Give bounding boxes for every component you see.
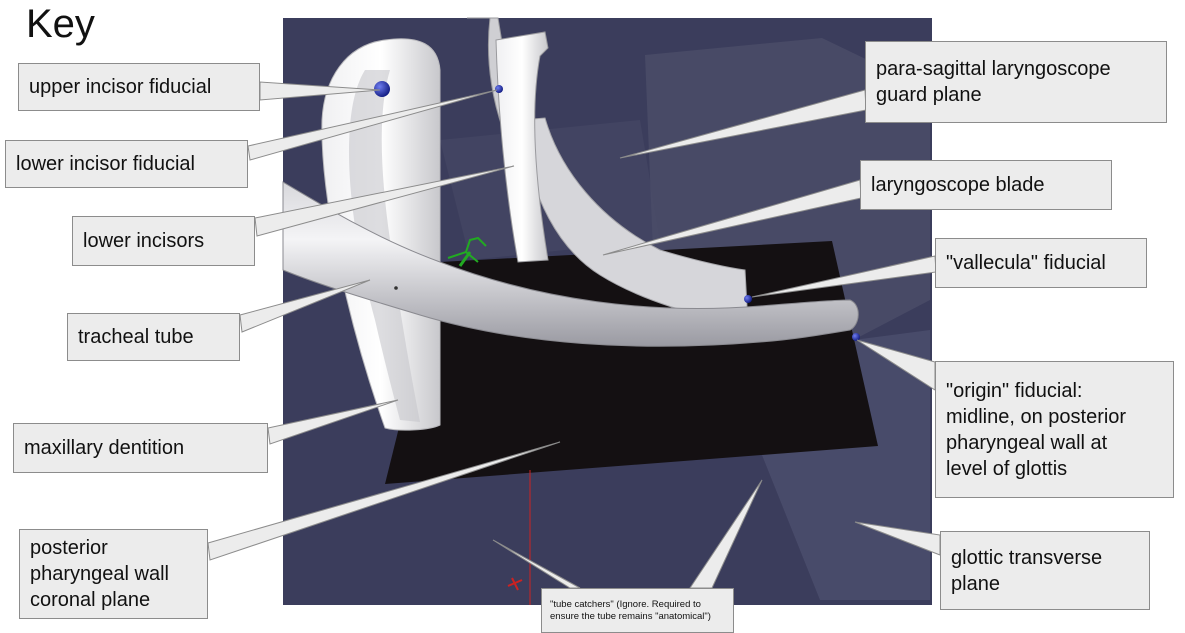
label-lower-incisor-fiducial: lower incisor fiducial — [5, 140, 248, 188]
label-tracheal-tube: tracheal tube — [67, 313, 240, 361]
label-posterior-pharyngeal-wall: posterior pharyngeal wall coronal plane — [19, 529, 208, 619]
label-glottic-transverse-plane: glottic transverse plane — [940, 531, 1150, 610]
label-para-sagittal-guard-plane: para-sagittal laryngoscope guard plane — [865, 41, 1167, 123]
label-lower-incisors: lower incisors — [72, 216, 255, 266]
label-maxillary-dentition: maxillary dentition — [13, 423, 268, 473]
label-tube-catchers: "tube catchers" (Ignore. Required to ens… — [541, 588, 734, 633]
label-vallecula-fiducial: "vallecula" fiducial — [935, 238, 1147, 288]
label-upper-incisor-fiducial: upper incisor fiducial — [18, 63, 260, 111]
upper-incisor-fiducial-ball — [374, 81, 390, 97]
lower-incisor-fiducial-ball — [495, 85, 503, 93]
vallecula-fiducial-ball — [744, 295, 752, 303]
origin-fiducial-ball — [852, 333, 860, 341]
tube-side-hole — [394, 286, 398, 290]
label-origin-fiducial: "origin" fiducial: midline, on posterior… — [935, 361, 1174, 498]
label-laryngoscope-blade: laryngoscope blade — [860, 160, 1112, 210]
